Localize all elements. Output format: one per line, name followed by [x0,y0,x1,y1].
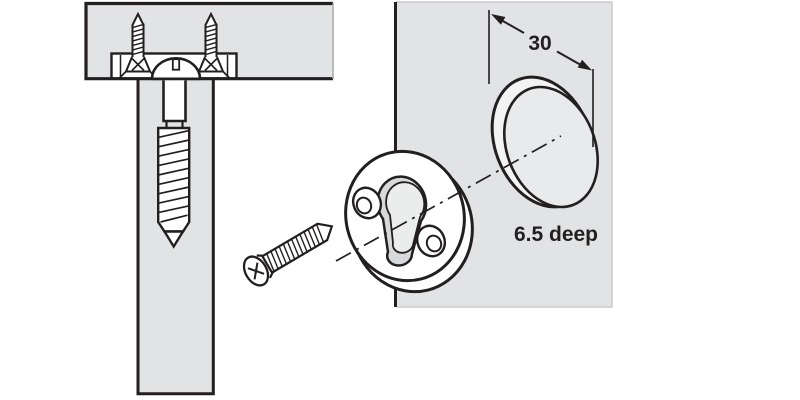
dimension-line-a [501,19,525,34]
diameter-dimension: 30 [488,10,594,147]
screw-threads [158,129,190,223]
top-panel-edges [84,1,333,81]
diameter-label: 30 [528,32,551,55]
phillips-screw [242,222,334,287]
keyhole-depth-contour [385,181,426,254]
depth-label: 6.5 deep [514,223,598,246]
phillips-screw-threads [265,224,324,273]
fitting-hole-top [355,196,373,215]
head-cone-top [256,254,264,257]
arrowhead-right-icon [577,59,592,71]
screw-head-slot [171,58,181,71]
screw-shank-outline [162,80,187,123]
dimension-line-b [556,50,581,66]
fitting-hole-bottom [425,234,443,253]
phillips-cross-icon [247,262,265,280]
arrowhead-left-icon [491,14,506,25]
screw-tip [162,230,186,249]
center-line [335,135,562,262]
screw-shank-fill [163,80,186,121]
keyhole-fitting [344,149,474,294]
recess-bottom [502,85,600,209]
side-panel-edges [136,79,215,396]
target-panel-soft-edge [396,1,613,308]
suspension-screw [150,57,202,249]
head-cone-bottom [268,271,274,279]
drill-recess [490,75,600,209]
